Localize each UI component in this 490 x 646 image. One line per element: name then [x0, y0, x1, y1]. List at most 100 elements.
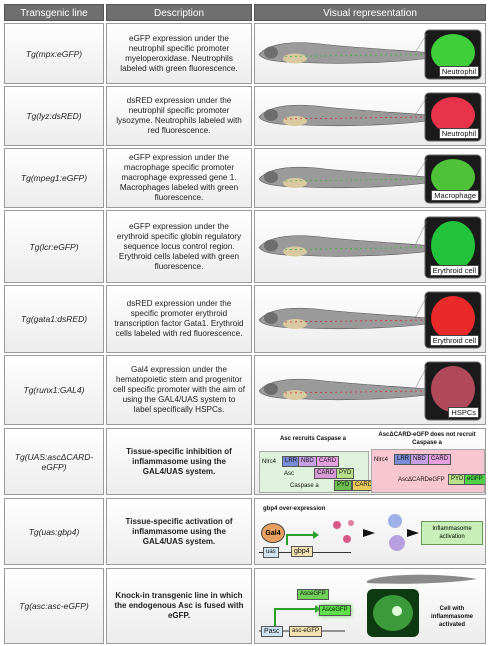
cell-type-label: Erythroid cell [429, 335, 479, 346]
inflammasome-icon [388, 514, 402, 528]
fluorescent-cell-icon [431, 366, 475, 412]
row-description: Tissue-specific activation of inflammaso… [106, 498, 252, 565]
pyd-domain: PYD [336, 468, 355, 479]
zoom-line [414, 96, 428, 116]
zoom-line [414, 220, 428, 246]
cell-type-label: Macrophage [431, 190, 479, 201]
header-transgenic-line: Transgenic line [4, 4, 104, 21]
yolk-icon [283, 246, 307, 257]
labeled-cells-line [284, 247, 426, 250]
zoom-line [414, 365, 428, 390]
yolk-icon [283, 53, 307, 64]
visual-representation: gbp4 over-expression Gal4 uas gbp4 Infla… [254, 498, 486, 565]
larva-visual-svg [258, 291, 482, 349]
larva-eye-icon [264, 383, 278, 395]
visual-representation: AsceGFP AsceGFP Pasc asc-eGFP Cell with … [254, 568, 486, 644]
asc-card-domain: CARD [314, 468, 338, 479]
labeled-cells-line [284, 390, 426, 394]
table-row: Tg(lyz:dsRED)dsRED expression under the … [4, 86, 486, 146]
caspase-pyd: PYD [334, 480, 353, 491]
asc-recruit-panel: Nlrc4 LRR NBD CARD Asc CARD PYD Caspase … [259, 451, 376, 493]
transgenic-line-name: Tg(gata1:dsRED) [4, 285, 104, 353]
asc-egfp-protein-speck: AsceGFP [319, 605, 351, 616]
larva-icon [367, 574, 477, 584]
row-description: eGFP expression under the macrophage spe… [106, 148, 252, 208]
gbp4-arrows-svg [286, 514, 419, 551]
right-egfp-domain: eGFP [464, 474, 485, 485]
labeled-cells-line [284, 116, 426, 120]
table-row: Tg(mpeg1:eGFP)eGFP expression under the … [4, 148, 486, 208]
row-description: eGFP expression under the erythroid spec… [106, 210, 252, 283]
labeled-cells-line [284, 319, 426, 323]
larva-eye-icon [264, 312, 278, 324]
nbd-domain-right: NBD [410, 454, 429, 465]
row-description: dsRED expression under the neutrophil sp… [106, 86, 252, 146]
asc-egfp-gene: asc-eGFP [289, 626, 323, 637]
gal4-protein: Gal4 [261, 523, 285, 543]
zoom-line [414, 33, 428, 53]
visual-representation: Erythroid cell [254, 285, 486, 353]
zoom-line [414, 295, 428, 319]
transgenic-line-name: Tg(mpeg1:eGFP) [4, 148, 104, 208]
inflammasome-activation-box: Inflammasome activation [421, 521, 483, 545]
gbp4-gene: gbp4 [291, 546, 313, 557]
inflammasome-icon [389, 535, 405, 551]
larva-visual-svg [258, 361, 482, 421]
visual-representation: Neutrophil [254, 23, 486, 84]
yolk-icon [283, 390, 307, 400]
asc-label: Asc [284, 471, 295, 477]
table-row: Tg(lcr:eGFP)eGFP expression under the er… [4, 210, 486, 283]
asc-card-title: AscΔCARD-eGFP does not recruit Caspase a [378, 432, 476, 446]
table-row: Tg(gata1:dsRED)dsRED expression under th… [4, 285, 486, 353]
asc-dcard-panel: Nlrc4 LRR NBD CARD AscΔCARDeGFP PYD eGFP [371, 449, 485, 493]
row-description: Tissue-specific inhibition of inflammaso… [106, 428, 252, 495]
fluorescent-cell-icon [431, 34, 475, 71]
yolk-icon [283, 116, 307, 126]
promoter-arrow [286, 534, 313, 545]
row-description: Knock-in transgenic line in which the en… [106, 568, 252, 644]
larva-eye-icon [264, 171, 278, 183]
asc-egfp-svg [259, 574, 477, 637]
larva-eye-icon [264, 239, 278, 252]
uas-element: uas [263, 547, 279, 558]
transgenic-line-name: Tg(lyz:dsRED) [4, 86, 104, 146]
asc-egfp-protein: AsceGFP [297, 589, 329, 600]
transgenic-line-name: Tg(lcr:eGFP) [4, 210, 104, 283]
header-visual-representation: Visual representation [254, 4, 486, 21]
caspase-label: Caspase a [290, 483, 319, 489]
nlrc4-label-right: Nlrc4 [374, 457, 389, 463]
card-domain-right: CARD [428, 454, 452, 465]
labeled-cells-line [284, 178, 426, 182]
visual-representation: HSPCs [254, 355, 486, 425]
transgenic-line-name: Tg(asc:asc-eGFP) [4, 568, 104, 644]
cell-type-label: HSPCs [448, 407, 479, 418]
asc-speck-icon [392, 606, 402, 616]
nlrc4-label: Nlrc4 [262, 459, 277, 465]
table-row: Tg(mpx:eGFP)eGFP expression under the ne… [4, 23, 486, 84]
fluorescent-cell-icon [431, 159, 475, 195]
yolk-icon [283, 319, 307, 329]
result-arrow-icon [407, 529, 419, 537]
cell-type-label: Erythroid cell [429, 265, 479, 276]
table-row: Tg(uas:gbp4) Tissue-specific activation … [4, 498, 486, 565]
transcription-arrowhead [315, 605, 321, 613]
gbp4-protein-icon [348, 520, 354, 526]
cell-type-label: Neutrophil [438, 66, 479, 77]
fluorescent-cell-icon [431, 296, 475, 340]
table-row: Tg(asc:asc-eGFP) Knock-in transgenic lin… [4, 568, 486, 644]
visual-representation: Asc recruits Caspase a AscΔCARD-eGFP doe… [254, 428, 486, 495]
asc-recruits-title: Asc recruits Caspase a [279, 436, 347, 442]
transcription-arrow [274, 608, 315, 627]
gbp4-title: gbp4 over-expression [263, 506, 326, 512]
row-description: eGFP expression under the neutrophil spe… [106, 23, 252, 84]
fluorescent-cell-icon [431, 221, 475, 270]
yolk-icon [283, 178, 307, 188]
inflammasome-cell-label: Cell with inflammasome activated [430, 606, 473, 628]
zoom-line [414, 158, 428, 178]
gbp4-protein-icon [343, 535, 351, 543]
gbp4-protein-icon [333, 521, 341, 529]
cell-type-label: Neutrophil [438, 128, 479, 139]
transgenic-line-name: Tg(runx1:GAL4) [4, 355, 104, 425]
larva-eye-icon [264, 109, 278, 121]
promoter-arrowhead [313, 531, 319, 539]
